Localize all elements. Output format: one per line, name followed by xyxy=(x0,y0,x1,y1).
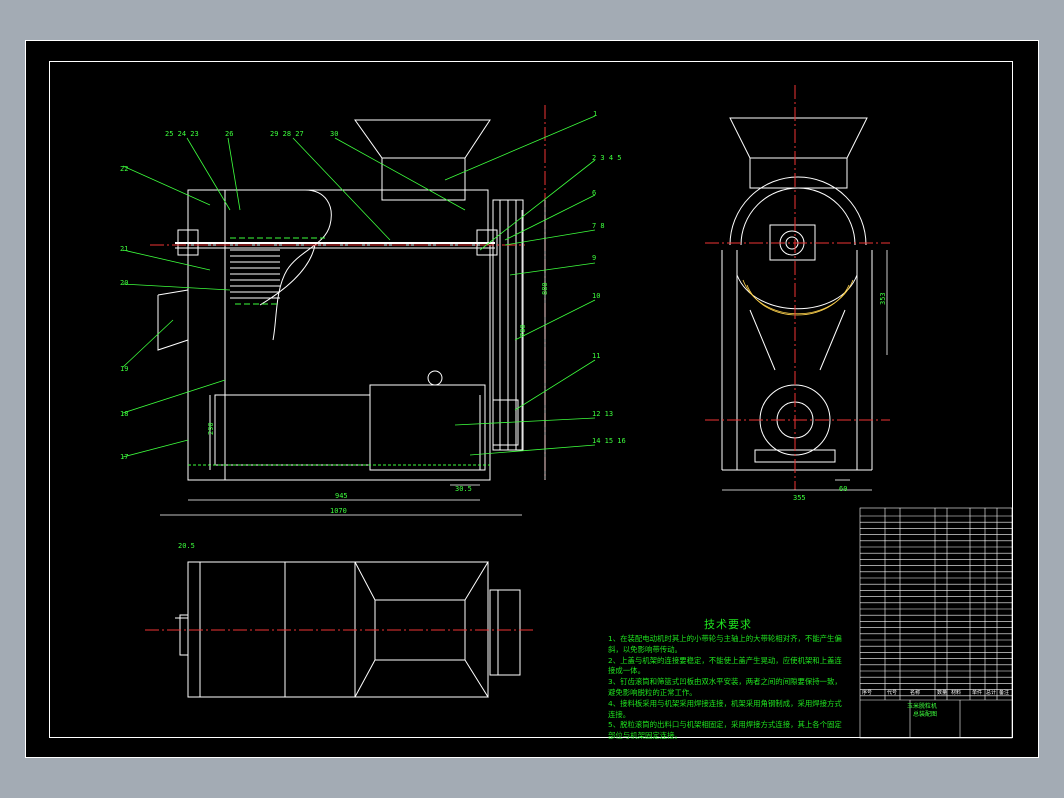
callout-12-13: 12 13 xyxy=(592,410,613,418)
tech-item-4: 4、接料板采用与机架采用焊接连接，机架采用角钢制成，采用焊接方式连接。 xyxy=(608,698,842,719)
dim-overall-width: 1070 xyxy=(330,507,347,515)
dim-offset-bottom: 30.5 xyxy=(455,485,472,493)
tech-title: 技术要求 xyxy=(704,618,752,631)
callout-14-16: 14 15 16 xyxy=(592,437,626,445)
tech-item-5: 5、脱粒滚筒的出料口与机架相固定，采用焊接方式连接，其上各个固定部位与机架固定连… xyxy=(608,720,842,741)
callout-2-5: 2 3 4 5 xyxy=(592,154,622,162)
svg-text:代号: 代号 xyxy=(887,689,897,696)
svg-text:备注: 备注 xyxy=(999,689,1009,696)
dim-side-width: 355 xyxy=(793,494,806,502)
dim-belt: 700 xyxy=(519,324,527,337)
dim-side-height: 353 xyxy=(879,292,887,305)
callout-22: 22 xyxy=(120,165,128,173)
svg-text:总计: 总计 xyxy=(986,689,996,696)
callout-1: 1 xyxy=(593,110,597,118)
bom-header: 序号 代号 名称 数量 材料 单件 总计 备注 xyxy=(862,689,1009,696)
callout-20: 20 xyxy=(120,279,128,287)
svg-text:名称: 名称 xyxy=(910,689,920,696)
callout-19: 19 xyxy=(120,365,128,373)
dim-base-width: 945 xyxy=(335,492,348,500)
callout-10: 10 xyxy=(592,292,600,300)
callout-25-24-23: 25 24 23 xyxy=(165,130,199,138)
callout-18: 18 xyxy=(120,410,128,418)
dim-plan-offset: 20.5 xyxy=(178,542,195,550)
title-block-subtitle: 总装配图 xyxy=(913,710,937,718)
drawing-svg: 1070 945 880 290 700 30.5 25 24 23 26 29… xyxy=(25,40,1039,758)
svg-text:材料: 材料 xyxy=(951,689,961,696)
svg-text:数量: 数量 xyxy=(937,689,947,696)
tech-item-3: 3、钉齿滚筒和筛篮式凹板由双水平安装，两者之间的间隙要保持一致，避免影响脱粒的正… xyxy=(608,677,842,697)
inner-frame xyxy=(49,61,1013,738)
dim-height: 880 xyxy=(541,282,549,295)
title-block-title: 玉米脱粒机 xyxy=(907,702,937,710)
callout-7-8: 7 8 xyxy=(592,222,605,230)
outer-border xyxy=(25,40,1039,758)
callout-26: 26 xyxy=(225,130,233,138)
tech-item-2: 2、上盖与机架的连接要稳定，不能使上盖产生晃动，应使机架和上盖连接成一体。 xyxy=(608,655,842,676)
dim-motor-height: 290 xyxy=(207,422,215,435)
callout-9: 9 xyxy=(592,254,596,262)
side-view xyxy=(721,117,873,471)
callout-17: 17 xyxy=(120,453,128,461)
svg-text:单件: 单件 xyxy=(972,689,982,696)
cad-drawing-viewport[interactable]: 1070 945 880 290 700 30.5 25 24 23 26 29… xyxy=(25,40,1039,758)
front-view xyxy=(157,119,524,481)
callout-11: 11 xyxy=(592,352,600,360)
title-block xyxy=(859,507,1013,739)
callout-21: 21 xyxy=(120,245,128,253)
tech-item-1: 1、在装配电动机时其上的小带轮与主轴上的大带轮相对齐，不能产生偏斜，以免影响带传… xyxy=(608,634,842,654)
svg-text:序号: 序号 xyxy=(862,689,872,696)
callout-29-28-27: 29 28 27 xyxy=(270,130,304,138)
callout-30: 30 xyxy=(330,130,338,138)
callout-6: 6 xyxy=(592,189,596,197)
dim-side-foot: 60 xyxy=(839,485,847,493)
technical-requirements: 技术要求 1、在装配电动机时其上的小带轮与主轴上的大带轮相对齐，不能产生偏斜，以… xyxy=(608,618,848,742)
